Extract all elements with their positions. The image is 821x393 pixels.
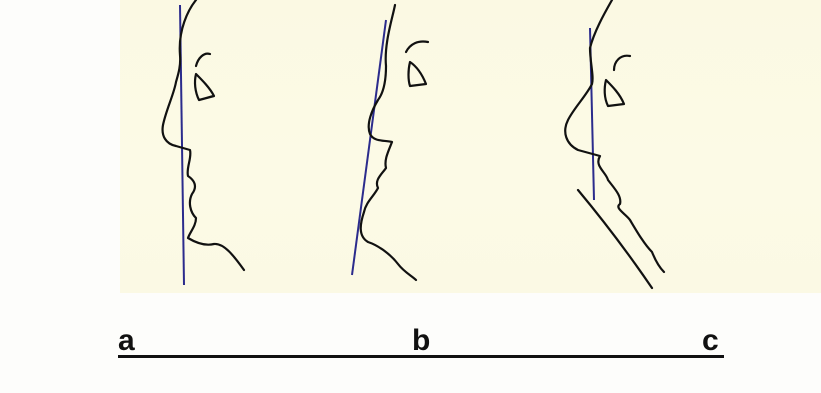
profile-a-eye: [195, 74, 214, 100]
profile-b-eye: [409, 62, 427, 86]
label-a: a: [118, 326, 135, 356]
profile-b-eyebrow: [406, 41, 428, 52]
profile-b: [352, 5, 428, 280]
profile-c: [565, 0, 664, 288]
profile-sketches: [0, 0, 821, 300]
label-baseline: [118, 355, 724, 358]
label-c: c: [702, 326, 719, 356]
profile-a: [163, 0, 244, 285]
profile-c-eyebrow: [614, 56, 630, 70]
profile-a-outline: [163, 0, 244, 270]
profile-a-eyebrow: [196, 54, 210, 66]
profile-c-outline: [565, 0, 664, 272]
profile-b-reference-line: [352, 20, 386, 275]
profile-c-eye: [605, 80, 624, 106]
label-b: b: [412, 326, 430, 356]
